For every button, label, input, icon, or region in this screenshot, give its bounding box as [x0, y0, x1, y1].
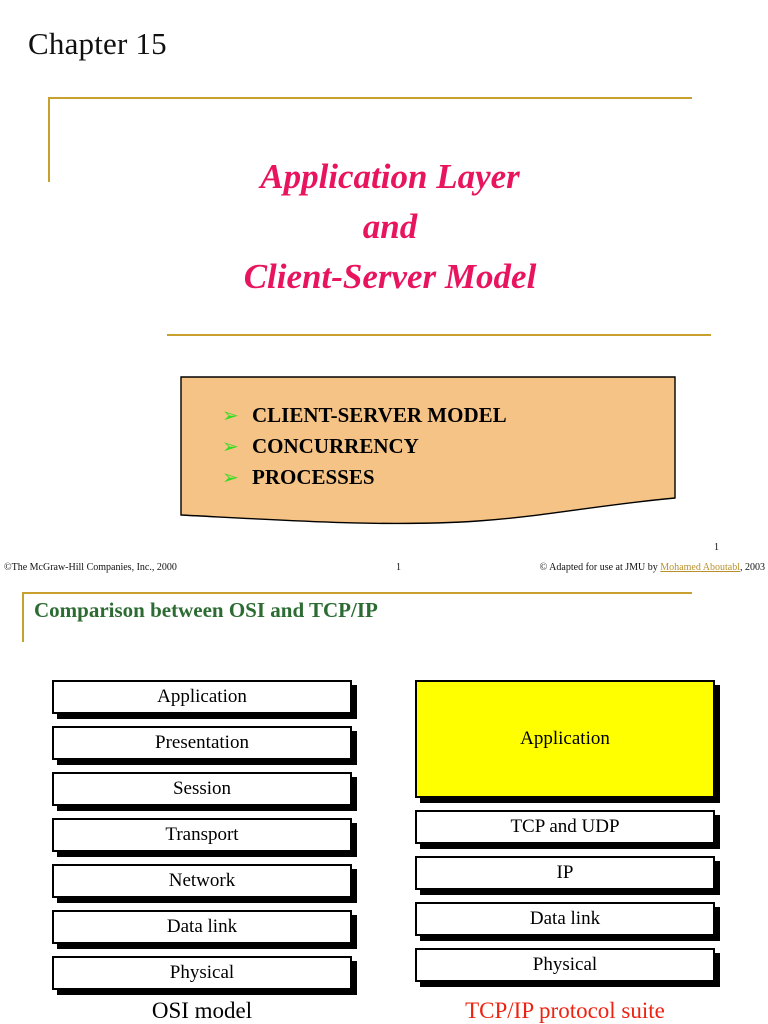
tcpip-layer-transport: TCP and UDP — [415, 810, 715, 844]
topics-list: ➢ CLIENT-SERVER MODEL ➢ CONCURRENCY ➢ PR… — [222, 400, 662, 493]
layer-label: Data link — [166, 916, 238, 937]
slide-footer: ©The McGraw-Hill Companies, Inc., 2000 1… — [0, 560, 768, 582]
layer-label: TCP and UDP — [510, 816, 620, 837]
layer-label: Physical — [169, 962, 235, 983]
layer-label: Application — [157, 686, 247, 707]
layer-label: Transport — [165, 824, 239, 845]
osi-layer-stack: Application Presentation Session Transpo… — [52, 680, 352, 1002]
list-item: ➢ CLIENT-SERVER MODEL — [222, 400, 662, 431]
footer-page-number: 1 — [396, 562, 401, 573]
topic-label: PROCESSES — [252, 465, 375, 489]
osi-layer-physical: Physical — [52, 956, 352, 990]
deck-title: Application Layer and Client-Server Mode… — [110, 152, 670, 302]
topics-callout-shape — [178, 374, 678, 526]
layer-label: Application — [520, 728, 610, 749]
adaptation-credit: © Adapted for use at JMU by Mohamed Abou… — [540, 562, 765, 573]
tcpip-layer-physical: Physical — [415, 948, 715, 982]
layer-label: Session — [172, 778, 232, 799]
tcpip-layer-ip: IP — [415, 856, 715, 890]
arrow-bullet-icon: ➢ — [222, 465, 239, 489]
page-title: Comparison between OSI and TCP/IP — [34, 598, 378, 622]
osi-layer-presentation: Presentation — [52, 726, 352, 760]
tcpip-layer-data-link: Data link — [415, 902, 715, 936]
tcpip-stack-caption: TCP/IP protocol suite — [465, 998, 665, 1023]
list-item: ➢ CONCURRENCY — [222, 431, 662, 462]
corner-page-number: 1 — [714, 542, 719, 553]
deck-title-line-3: Client-Server Model — [243, 257, 537, 296]
tcpip-layer-application: Application — [415, 680, 715, 798]
slide2-rule-left-stub — [22, 592, 24, 642]
author-link[interactable]: Mohamed Aboutabl — [660, 562, 740, 573]
tcpip-layer-stack: Application TCP and UDP IP Data link Phy… — [415, 680, 715, 994]
title-rule-left-stub — [48, 97, 50, 182]
topic-label: CONCURRENCY — [252, 434, 419, 458]
layer-label: IP — [556, 862, 574, 883]
credit-suffix: , 2003 — [740, 562, 765, 573]
osi-layer-transport: Transport — [52, 818, 352, 852]
deck-title-line-2: and — [362, 207, 418, 246]
slide2-rule-top — [22, 592, 692, 594]
copyright-notice: ©The McGraw-Hill Companies, Inc., 2000 — [4, 562, 177, 573]
chapter-label: Chapter 15 — [28, 26, 167, 61]
layer-label: Presentation — [155, 732, 249, 753]
arrow-bullet-icon: ➢ — [222, 403, 239, 427]
osi-stack-caption: OSI model — [151, 998, 253, 1023]
title-slide: Chapter 15 Application Layer and Client-… — [0, 26, 768, 582]
list-item: ➢ PROCESSES — [222, 462, 662, 493]
layer-label: Network — [168, 870, 236, 891]
comparison-slide: Comparison between OSI and TCP/IP Applic… — [0, 588, 768, 1024]
deck-title-line-1: Application Layer — [260, 157, 520, 196]
osi-layer-session: Session — [52, 772, 352, 806]
osi-layer-data-link: Data link — [52, 910, 352, 944]
layer-label: Data link — [529, 908, 601, 929]
title-rule-top — [48, 97, 692, 99]
osi-layer-application: Application — [52, 680, 352, 714]
osi-layer-network: Network — [52, 864, 352, 898]
title-rule-bottom — [167, 334, 711, 336]
layer-label: Physical — [532, 954, 598, 975]
topic-label: CLIENT-SERVER MODEL — [252, 403, 507, 427]
credit-prefix: © Adapted for use at JMU by — [539, 562, 661, 573]
arrow-bullet-icon: ➢ — [222, 434, 239, 458]
